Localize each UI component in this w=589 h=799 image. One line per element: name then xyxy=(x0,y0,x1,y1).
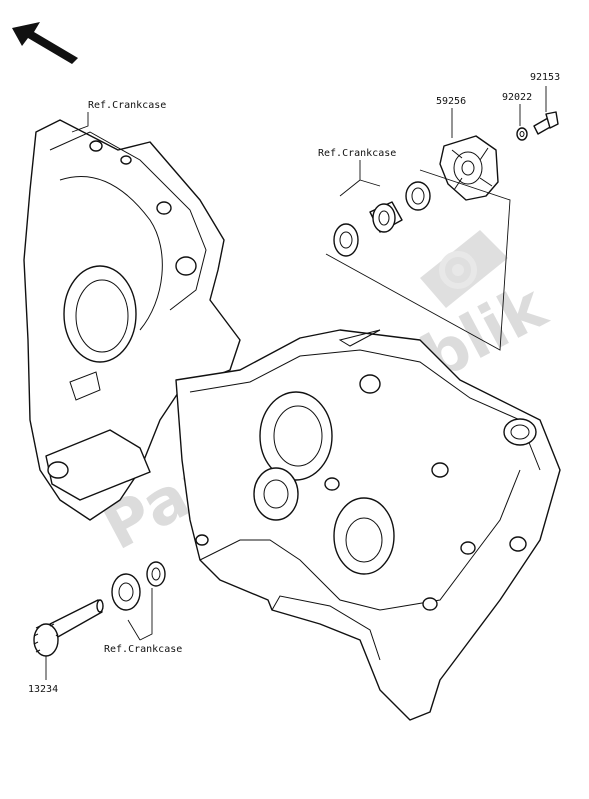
bolt-92153 xyxy=(533,111,559,135)
part-number-13234: 13234 xyxy=(28,684,58,695)
ref-crankcase-label-bottom: Ref.Crankcase xyxy=(104,644,182,655)
oil-seal-lower xyxy=(146,561,166,587)
crankcase-right xyxy=(175,329,561,721)
gear-icon xyxy=(420,230,508,308)
ref-crankcase-label-top: Ref.Crankcase xyxy=(88,100,166,111)
part-number-92022: 92022 xyxy=(502,92,532,103)
part-number-59256: 59256 xyxy=(436,96,466,107)
impeller-59256 xyxy=(439,135,499,201)
leader-lines xyxy=(45,86,547,680)
arrow-up-left-icon xyxy=(12,22,78,64)
washer-92022 xyxy=(516,127,528,141)
shaft-13234 xyxy=(33,599,104,657)
ref-crankcase-label-mid: Ref.Crankcase xyxy=(318,148,396,159)
part-number-92153: 92153 xyxy=(530,72,560,83)
crankcase-left xyxy=(23,119,241,521)
seal-and-bearing-group xyxy=(333,181,431,257)
bearing-lower xyxy=(111,573,141,611)
